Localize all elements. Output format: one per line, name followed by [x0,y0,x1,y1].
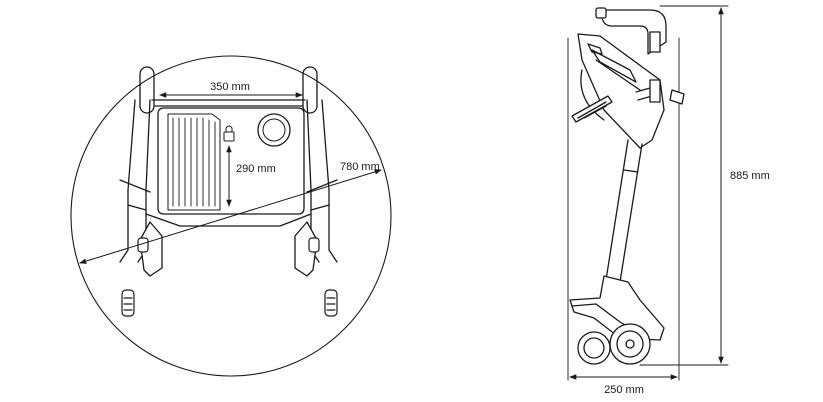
folded-wheels [577,323,651,365]
front-frame [139,213,318,277]
lock-icon [223,125,235,142]
turning-circle [70,55,392,377]
seat-width-dimension: 350 mm [159,79,303,98]
seat-depth-label: 290 mm [236,163,276,175]
seat [157,107,305,215]
folded-handle [595,7,667,55]
folded-depth-label: 250 mm [604,384,644,396]
turning-diameter-label: 780 mm [340,161,380,173]
folded-body [571,33,685,149]
folded-side-view: 885 mm 250 mm [567,5,777,396]
folded-depth-dimension: 250 mm [569,374,678,396]
seat-width-label: 350 mm [210,81,250,93]
seat-slots [172,117,216,207]
seat-rear-bar [151,99,306,107]
folded-tube [605,139,643,283]
folded-height-label: 885 mm [730,170,770,182]
cup-holder [257,113,291,147]
top-view: 350 mm 290 mm 780 mm [70,55,392,377]
folded-height-dimension: 885 mm [718,7,777,364]
rear-handles [139,66,318,114]
seat-depth-dimension: 290 mm [226,145,282,207]
turning-diameter-dimension: 780 mm [79,161,382,264]
